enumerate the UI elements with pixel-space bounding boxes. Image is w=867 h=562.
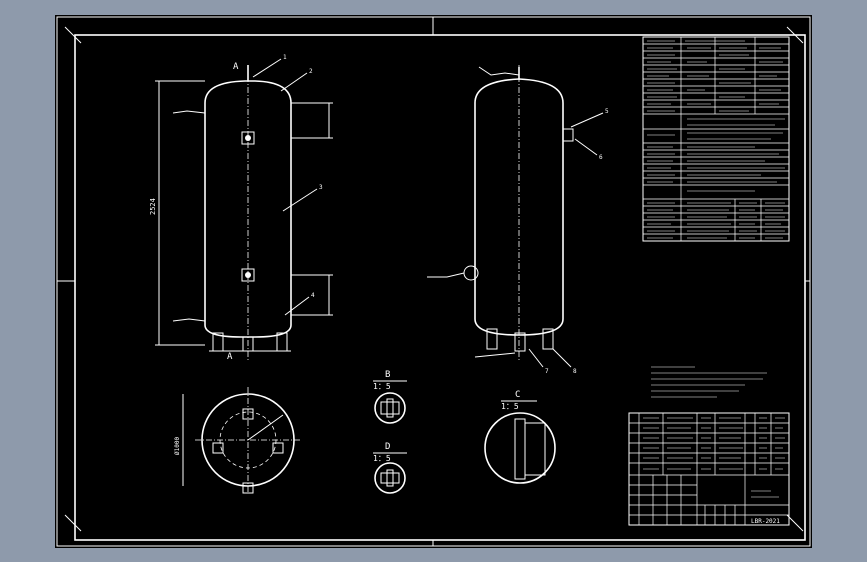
leader-3 xyxy=(282,188,318,212)
balloon-1: 1 xyxy=(283,54,287,61)
drain-side xyxy=(474,352,516,358)
title-block-text-strokes xyxy=(643,417,785,498)
inner-frame xyxy=(74,34,806,541)
parts-and-title-block xyxy=(628,412,790,526)
leader-5 xyxy=(570,112,604,128)
inlet-left xyxy=(172,110,206,114)
section-a-bottom: A xyxy=(227,352,233,362)
leg-side-2 xyxy=(514,332,526,352)
balloon-4: 4 xyxy=(311,292,315,299)
top-leader xyxy=(247,414,284,441)
manhole-upper-core xyxy=(245,135,251,141)
manhole-upper xyxy=(241,131,255,145)
dim-height-text: 2524 xyxy=(149,198,157,215)
detail-b-stem xyxy=(386,398,394,418)
design-table-scribbles xyxy=(647,40,785,239)
vessel-shell-front xyxy=(204,80,292,338)
leg-side-3 xyxy=(542,328,554,350)
design-data-table xyxy=(642,36,790,242)
corner-tick-tr xyxy=(786,26,804,44)
top-lug-s xyxy=(242,482,254,494)
detail-c-body xyxy=(524,422,546,476)
leader-4 xyxy=(284,296,310,316)
drawing-canvas: 2524 A A 1 2 3 4 xyxy=(56,16,811,547)
detail-c-circle xyxy=(484,412,556,484)
detail-d: D 1：5 xyxy=(373,442,407,494)
drawing-sheet: 2524 A A 1 2 3 4 xyxy=(55,15,812,548)
detail-d-part xyxy=(380,472,400,484)
detail-d-scale: 1：5 xyxy=(373,454,391,463)
detail-b-part xyxy=(380,401,400,415)
balloon-8: 8 xyxy=(573,368,577,375)
manhole-lower-core xyxy=(245,272,251,278)
front-view: 2524 A A 1 2 3 4 xyxy=(149,54,333,362)
detail-d-stem xyxy=(386,469,394,487)
leader-7 xyxy=(528,348,544,368)
balloon-5: 5 xyxy=(605,108,609,115)
title-block-border xyxy=(628,412,790,526)
detail-b-label: B xyxy=(385,370,390,380)
detail-b-circle xyxy=(374,392,406,424)
design-table-text-strokes xyxy=(647,40,785,239)
balloon-7: 7 xyxy=(545,368,549,375)
technical-notes xyxy=(651,366,767,398)
detail-b: B 1：5 xyxy=(373,370,407,424)
detail-c: C 1：5 xyxy=(484,390,556,484)
detail-d-label: D xyxy=(385,442,390,452)
corner-tick-tl xyxy=(64,26,82,44)
top-view: Ø1000 xyxy=(174,387,301,494)
drawing-number: LBR-2021 xyxy=(751,518,780,525)
section-a-top: A xyxy=(233,62,239,72)
drain-left xyxy=(172,318,206,322)
leader-8 xyxy=(552,348,572,368)
vessel-shell-side xyxy=(474,78,564,336)
balloon-3: 3 xyxy=(319,184,323,191)
top-view-bolt-circle xyxy=(219,411,277,469)
top-lug-w xyxy=(212,442,224,454)
detail-b-scale: 1：5 xyxy=(373,382,391,391)
detail-c-label: C xyxy=(515,390,520,400)
manhole-lower xyxy=(241,268,255,282)
side-manhole xyxy=(463,265,479,281)
detail-c-flange xyxy=(514,418,526,480)
leader-1 xyxy=(252,58,282,78)
corner-tick-bl xyxy=(64,514,82,532)
side-view: 5 6 7 8 xyxy=(427,65,609,375)
detail-d-circle xyxy=(374,462,406,494)
title-block-scribbles: LBR-2021 xyxy=(643,417,785,525)
leader-2 xyxy=(280,72,308,92)
leader-6 xyxy=(574,138,598,156)
leg-side-1 xyxy=(486,328,498,350)
balloon-6: 6 xyxy=(599,154,603,161)
dim-diameter-text: Ø1000 xyxy=(174,437,181,455)
balloon-2: 2 xyxy=(309,68,313,75)
side-inlet xyxy=(427,272,465,278)
side-nozzle xyxy=(562,128,574,142)
corner-tick-br xyxy=(786,514,804,532)
top-lug-n xyxy=(242,408,254,420)
design-table-border xyxy=(642,36,790,242)
top-lug-e xyxy=(272,442,284,454)
detail-c-scale: 1：5 xyxy=(501,402,519,411)
vent-top xyxy=(478,66,520,76)
